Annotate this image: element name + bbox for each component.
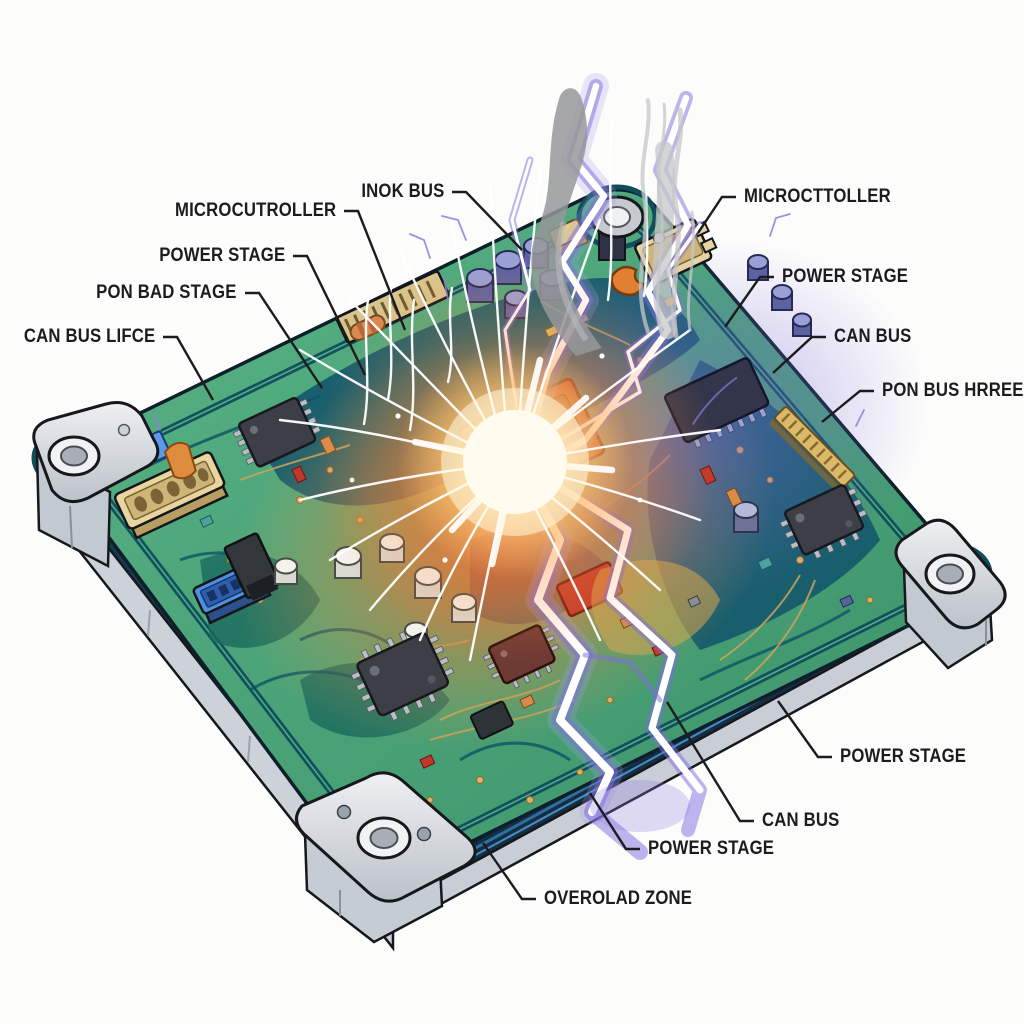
corner-mount-left	[32, 401, 160, 569]
leader-inok-bus	[452, 190, 523, 251]
edge-connector-gold	[768, 406, 856, 493]
label-pon-bad-stage: PON BAD STAGE	[96, 282, 237, 303]
smoke-plume-left	[531, 88, 602, 356]
leader-microcontroller-right	[697, 195, 736, 234]
label-can-bus-lifce: CAN BUS LIFCE	[23, 326, 155, 347]
leader-microcontroller-left	[344, 209, 407, 331]
qfp-chip-left	[232, 397, 322, 468]
smoke-plumes	[531, 88, 696, 356]
corner-mount-right	[894, 518, 1007, 670]
label-power-stage-bottom-right: POWER STAGE	[840, 746, 967, 767]
label-overolad-zone: OVEROLAD ZONE	[544, 888, 693, 909]
explosion-burst	[278, 118, 722, 662]
leader-pon-bus-hrree	[821, 389, 874, 423]
leader-power-stage-bottom	[588, 792, 640, 851]
leader-power-stage-bottom-right	[777, 700, 832, 759]
leader-can-bus-bottom	[665, 701, 754, 823]
leader-power-stage-right	[724, 275, 774, 328]
leader-can-bus-right	[772, 335, 826, 374]
label-power-stage-bottom: POWER STAGE	[648, 838, 775, 859]
connector-beige-left	[113, 451, 229, 540]
label-inok-bus: INOK BUS	[360, 181, 444, 202]
qfp-chip-right-bottom	[779, 484, 868, 560]
leader-can-bus-lifce	[163, 335, 215, 401]
label-can-bus-bottom: CAN BUS	[762, 810, 840, 831]
label-microcontroller-left: MICROCUTROLLER	[174, 200, 336, 221]
static-sparks	[153, 213, 865, 431]
chip-small-black	[469, 700, 514, 740]
leader-power-stage-left	[293, 254, 367, 376]
leader-pon-bad-stage	[245, 291, 324, 389]
label-pon-bus-hrree: PON BUS HRREE	[882, 380, 1024, 401]
label-power-stage-left: POWER STAGE	[158, 245, 285, 266]
capacitors-right	[733, 254, 812, 533]
label-can-bus-right: CAN BUS	[834, 326, 912, 347]
corner-mount-bottom	[295, 771, 477, 944]
relay-black	[223, 532, 281, 601]
leader-overolad-zone	[482, 842, 536, 901]
component-orange	[163, 441, 197, 480]
label-microcontroller-right: MICROCTTOLLER	[744, 186, 891, 207]
qfp-chip-bottom	[350, 631, 455, 722]
callout-leaders	[163, 190, 874, 901]
label-power-stage-right: POWER STAGE	[782, 266, 909, 287]
